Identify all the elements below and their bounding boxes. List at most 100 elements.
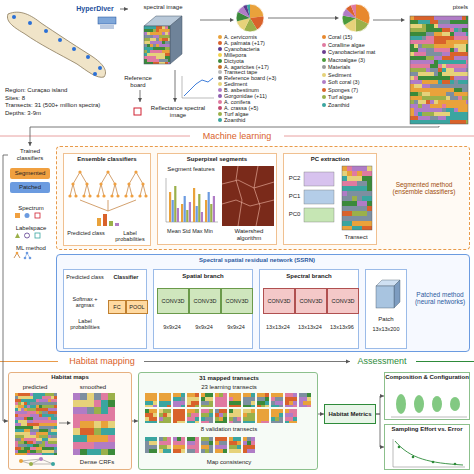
key-label: Labelspace (10, 225, 52, 232)
node-text: CONV3D (189, 288, 221, 314)
legend-text: Materials (328, 64, 350, 70)
legend-text: Transect tape (224, 69, 257, 75)
legend-text: Cyanobacterial mat (328, 49, 375, 55)
process-box: Sampling Effort vs. Error (384, 424, 470, 470)
node-text: 13x13x200 (366, 326, 406, 332)
process-box: Habitat mapspredictedsmoothedDense CRFs (8, 372, 132, 470)
node-text: Depths: 3-9m (5, 110, 115, 118)
connector-line (376, 414, 384, 447)
key-label: Spectrum (10, 205, 52, 212)
node-text: CONV3D (327, 288, 359, 314)
node-text: PC2 (286, 175, 303, 182)
legend-text: A. agaricites (+17) (224, 64, 269, 70)
node-illustration (366, 270, 406, 348)
node-text: Sampling Effort vs. Error (385, 426, 469, 433)
node-text: CONV3D (221, 288, 253, 314)
node-text: 23 learning transects (143, 384, 315, 391)
process-box: Spatial branchCONV3DCONV3DCONV3D9x9x249x… (153, 269, 253, 349)
node-text: 9x9x24 (157, 324, 187, 330)
legend-swatch (322, 95, 326, 99)
process-box: Composition & Configuration (384, 372, 470, 420)
connector-line (30, 126, 439, 146)
legend-text: A. conifera (224, 99, 250, 105)
legend-text: Sediment (224, 81, 247, 87)
node-text: Classifier (106, 274, 146, 280)
legend-swatch (322, 43, 326, 47)
legend-text: Coral (15) (328, 34, 352, 40)
node-text: 13x13x24 (263, 324, 293, 330)
node-text: PC1 (286, 193, 303, 200)
legend-text: Gorgonidae (+11) (224, 93, 267, 99)
legend-swatch (322, 35, 326, 39)
arrow-head (138, 98, 142, 102)
legend-swatch (218, 112, 222, 116)
node-text: Patched (11, 184, 49, 191)
arrow-head (124, 7, 128, 11)
node-text: 9x9x24 (189, 324, 219, 330)
legend-swatch (218, 100, 222, 104)
legend-text: Sponges (7) (328, 87, 358, 93)
node-text: CONV3D (263, 288, 295, 314)
node-text: smoothed (71, 384, 115, 391)
node-text: Sites: 8 (5, 95, 115, 103)
node-text: Patched method (neural networks) (413, 291, 467, 306)
method-tag: Patched (10, 182, 50, 193)
process-box: Superpixel segmentsSegment featuresMean … (157, 153, 277, 245)
key-icons (14, 213, 40, 259)
process-box: Patch13x13x200 (365, 269, 407, 349)
node-text: FC (108, 300, 126, 314)
process-box: PC extractionPC2PC1PC0Transect (283, 153, 377, 245)
node-text: Machine learning (191, 131, 283, 141)
pie-charts (236, 4, 370, 32)
device-icon (98, 17, 116, 28)
legend-swatch (218, 118, 222, 122)
process-box: Habitat Metrics (324, 404, 376, 424)
node-text: pixels (408, 4, 468, 11)
legend-text: Cyanobacteria (224, 46, 259, 52)
section-band: Machine learning (190, 129, 284, 143)
node-text: Ensemble classifiers (64, 156, 150, 163)
method-panel: Segmented method (ensemble classifiers) E… (56, 146, 470, 250)
node-text: Label probabilities (110, 230, 150, 243)
legend-text: Soft coral (3) (328, 79, 359, 85)
node-text: 9x9x24 (221, 324, 251, 330)
legend-swatch (218, 47, 222, 51)
node-text: Transects: 31 (500+ million spectra) (5, 102, 115, 110)
process-box: Predicted classSoftmax + argmaxLabel pro… (63, 269, 147, 349)
node-text: Segment features (162, 166, 220, 173)
process-box: Spectral branchCONV3DCONV3DCONV3D13x13x2… (259, 269, 359, 349)
legend-text: Millepora (224, 52, 246, 58)
legend-text: Turf algae (328, 94, 353, 100)
legend-swatch (218, 35, 222, 39)
spectral-cube: spectral image (128, 4, 198, 70)
legend-swatch (322, 73, 326, 77)
flow-arrows (200, 16, 405, 22)
node-text: HyperDiver (71, 5, 119, 13)
connector-line (144, 361, 350, 362)
node-text: 8 validation transects (143, 426, 315, 433)
legend-text: A. cervicornis (224, 34, 257, 40)
node-text: Dense CRFs (65, 459, 129, 466)
node-text: Predicted class (66, 274, 104, 280)
flow-arrow (28, 126, 439, 146)
method-tag: Segmented (10, 168, 50, 179)
node-text: Region: Curaçao island (5, 87, 115, 95)
node-text: Map consistency (143, 459, 315, 466)
node-text: Spectral branch (260, 273, 358, 280)
node-text: Trained classifiers (9, 148, 51, 162)
key-label: ML method (10, 245, 52, 252)
legend-swatch (322, 103, 326, 107)
node-text: Segmented method (ensemble classifiers) (383, 181, 465, 196)
node-text: Assessment (351, 356, 413, 366)
reference-box: Reference board (118, 74, 158, 90)
section-band: Assessment (350, 355, 414, 368)
legend-text: Coralline algae (328, 42, 365, 48)
node-text: Reflectance spectral image (143, 105, 213, 119)
legend-text: B. asbestinum (224, 87, 259, 93)
pixel-image: pixels (408, 4, 470, 126)
node-text: PC extraction (284, 156, 376, 163)
node-text: POOL (126, 300, 148, 314)
node-text: Spatial branch (154, 273, 252, 280)
legend-text: A. palmata (+17) (224, 40, 265, 46)
section-band: Habitat mapping (60, 355, 144, 368)
